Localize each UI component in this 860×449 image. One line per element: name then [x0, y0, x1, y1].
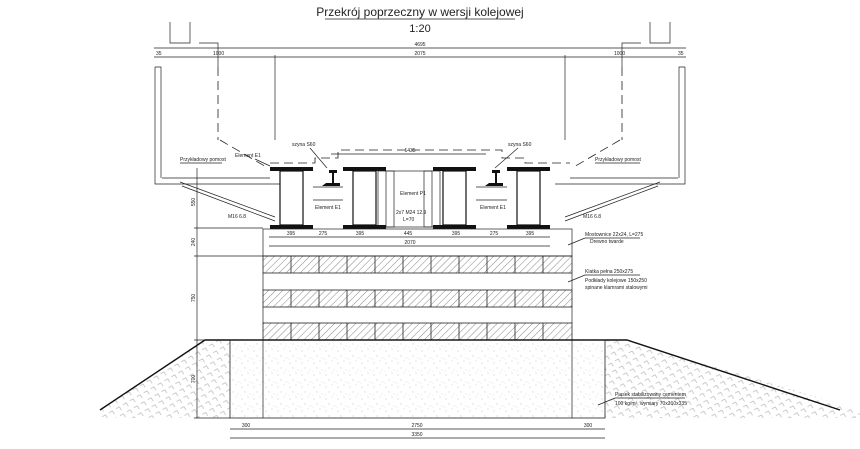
annotations: szyna S60 szyna S60 Element E1 Przykłado…	[180, 142, 687, 407]
dim-bottom-total: 3350	[411, 432, 422, 438]
label-crib-clamps: spinane klamrami stalowymi	[585, 285, 648, 291]
crib-layers	[262, 255, 573, 341]
dim-beam: 395	[526, 231, 535, 237]
dim-height: 700	[191, 375, 197, 384]
drawing-title: Przekrój poprzeczny w wersji kolejowej	[316, 5, 523, 19]
label-sleepers-material: Drewno twarde	[590, 239, 624, 245]
label-bolts-length: L=70	[403, 217, 414, 223]
dim-right-edge: 35	[678, 51, 684, 57]
label-element-e1-left: Element E1	[315, 205, 341, 211]
label-crib: Klatka pełna 250x275	[585, 269, 633, 275]
label-element-e1: Element E1	[235, 153, 261, 159]
label-sleepers: Mostownice 22x24, L=275	[585, 232, 643, 238]
label-platform-left: Przykładowy pomost	[180, 157, 226, 163]
dim-bottom-middle: 2750	[411, 423, 422, 429]
dim-beams-total: 2070	[404, 240, 415, 246]
dim-right: 1000	[614, 51, 625, 57]
left-dimensions: 550 240 750 700	[191, 168, 263, 419]
dim-height: 240	[191, 238, 197, 247]
label-rail-left: szyna S60	[292, 142, 316, 148]
dim-gauge: 1435	[404, 148, 415, 154]
label-platform-right: Przykładowy pomost	[595, 157, 641, 163]
label-rail-right: szyna S60	[508, 142, 532, 148]
bottom-dimensions: 300 2750 300 3350	[230, 423, 605, 439]
label-element-p1: Element P1	[400, 191, 426, 197]
label-element-e1-right: Element E1	[480, 205, 506, 211]
sand-block	[229, 339, 606, 419]
dim-bottom-right: 300	[584, 423, 593, 429]
drawing-scale: 1:20	[409, 23, 430, 35]
steel-beams	[270, 167, 550, 229]
dim-middle: 2075	[414, 51, 425, 57]
dim-beam: 395	[356, 231, 365, 237]
label-crib-sleepers: Podkłady kolejowe 150x250	[585, 278, 647, 284]
label-sand: Piasek stabilizowany cementem	[615, 392, 686, 398]
beam-dimensions: 395 275 395 445 395 275 395 2070	[287, 231, 535, 246]
dim-beam: 275	[490, 231, 499, 237]
label-sand-spec: 100 kg/m³, wymiary 70x310x335	[615, 401, 687, 407]
label-bolt-right: M16 6.8	[583, 214, 601, 220]
dim-height: 750	[191, 294, 197, 303]
dim-beam: 445	[404, 231, 413, 237]
dim-beam: 275	[319, 231, 328, 237]
dim-height: 550	[191, 198, 197, 207]
top-dimensions: 4695 35 1000 2075 1000 35	[154, 42, 686, 140]
dim-beam: 395	[452, 231, 461, 237]
dim-left-edge: 35	[156, 51, 162, 57]
dim-bottom-left: 300	[242, 423, 251, 429]
dim-beam: 395	[287, 231, 296, 237]
label-bolt-left: M16 6.8	[228, 214, 246, 220]
label-bolts: 2x7 M24 12.9	[396, 210, 427, 216]
dim-left: 1000	[213, 51, 224, 57]
dim-total-width: 4695	[414, 42, 425, 48]
